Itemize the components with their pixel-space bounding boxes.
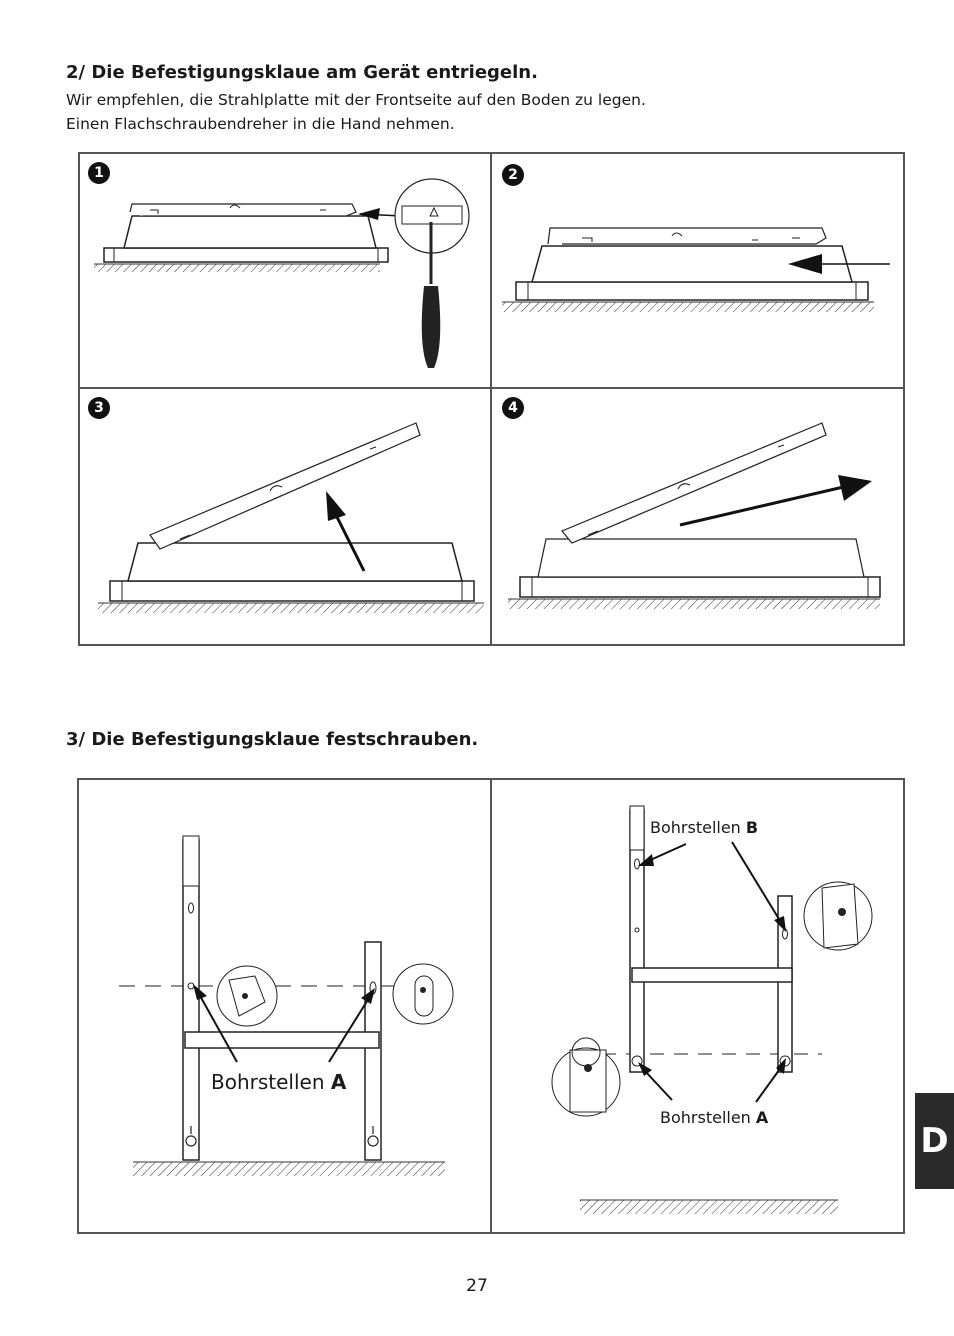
step-4-number: 4 [502,397,524,419]
step-1-number: 1 [88,162,110,184]
bracket-left-illustration [119,835,454,1176]
mount-bracket-grid: Bohrstellen A [77,778,905,1234]
step-2-number: 2 [502,164,524,186]
drill-points-b-label: Bohrstellen B [650,818,759,837]
step-1-illustration [94,178,470,368]
section-2-heading: 2/ Die Befestigungsklaue am Gerät entrie… [66,62,538,83]
step-2-panel: 2 [492,154,903,388]
step-3-panel: 3 [80,389,491,644]
section-3-heading: 3/ Die Befestigungsklaue festschrauben. [66,729,479,750]
step-3-illustration [98,422,484,613]
drill-points-a-label: Bohrstellen A [211,1070,347,1094]
step-4-illustration [508,422,881,609]
grid2-divider [490,780,492,1232]
bracket-right-illustration [551,805,873,1214]
step-1-panel: 1 [80,154,491,388]
unlock-steps-grid: 1 2 [78,152,905,646]
bracket-left-panel: Bohrstellen A [79,780,491,1232]
step-4-panel: 4 [492,389,903,644]
step-2-illustration [502,227,890,312]
language-tab: D [915,1093,954,1189]
bracket-right-panel: Bohrstellen B Bohrstellen A [492,780,903,1232]
step-3-number: 3 [88,397,110,419]
instruction-line-1: Wir empfehlen, die Strahlplatte mit der … [66,91,646,109]
instruction-line-2: Einen Flachschraubendreher in die Hand n… [66,115,455,133]
page-number: 27 [466,1276,488,1296]
grid-dividers [80,154,903,644]
drill-points-a-right-label: Bohrstellen A [660,1108,769,1127]
